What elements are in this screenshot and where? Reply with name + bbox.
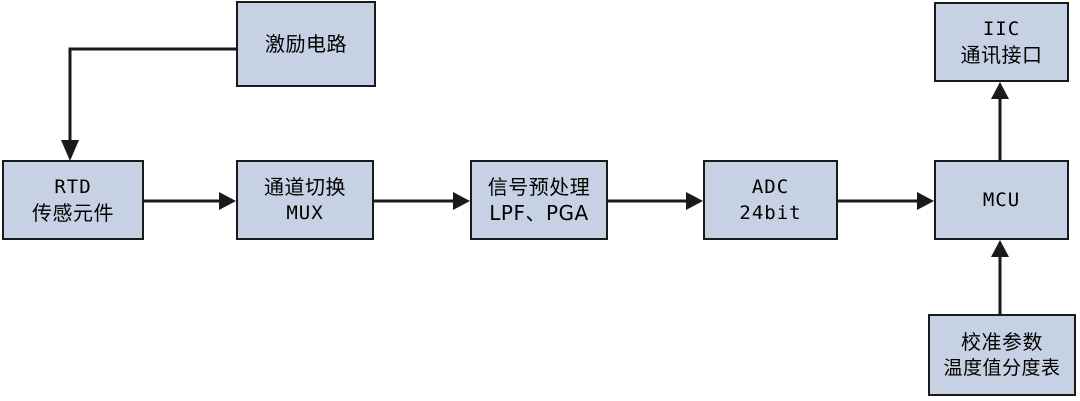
edge-mux-to-preprocess	[374, 192, 470, 210]
edge-adc-to-mcu	[838, 192, 934, 210]
node-rtd-sensor-label-1: RTD	[54, 176, 92, 198]
node-adc-label-2: 24bit	[739, 202, 802, 224]
node-calibration-table[interactable]: 校准参数 温度值分度表	[928, 314, 1076, 396]
node-excitation-circuit-label-1: 激励电路	[265, 32, 347, 56]
edge-rtd-to-mux	[144, 192, 236, 210]
node-channel-mux-label-2: MUX	[286, 202, 324, 224]
node-rtd-sensor-label-2: 传感元件	[32, 201, 114, 225]
edge-excitation-to-rtd	[61, 47, 236, 161]
node-iic-interface-label-2: 通讯接口	[960, 43, 1043, 67]
node-calibration-table-label-2: 温度值分度表	[943, 357, 1061, 379]
node-adc-label-1: ADC	[751, 176, 790, 198]
node-signal-preprocessing[interactable]: 信号预处理 LPF、PGA	[470, 160, 608, 240]
edge-mcu-to-iic	[991, 82, 1009, 160]
node-iic-interface[interactable]: IIC 通讯接口	[934, 2, 1069, 82]
node-channel-mux[interactable]: 通道切换 MUX	[236, 160, 374, 240]
edge-preprocess-to-adc	[608, 192, 703, 210]
node-signal-preprocessing-label-1: 信号预处理	[487, 175, 591, 199]
node-signal-preprocessing-label-2: LPF、PGA	[489, 201, 589, 225]
node-channel-mux-label-1: 通道切换	[264, 175, 346, 199]
edge-calibration-to-mcu	[991, 240, 1009, 314]
node-adc[interactable]: ADC 24bit	[703, 160, 838, 240]
node-rtd-sensor[interactable]: RTD 传感元件	[2, 160, 144, 240]
node-mcu-label-1: MCU	[982, 189, 1021, 211]
node-mcu[interactable]: MCU	[934, 160, 1069, 240]
node-excitation-circuit[interactable]: 激励电路	[236, 1, 376, 87]
node-iic-interface-label-1: IIC	[982, 18, 1021, 40]
node-calibration-table-label-1: 校准参数	[961, 330, 1043, 354]
